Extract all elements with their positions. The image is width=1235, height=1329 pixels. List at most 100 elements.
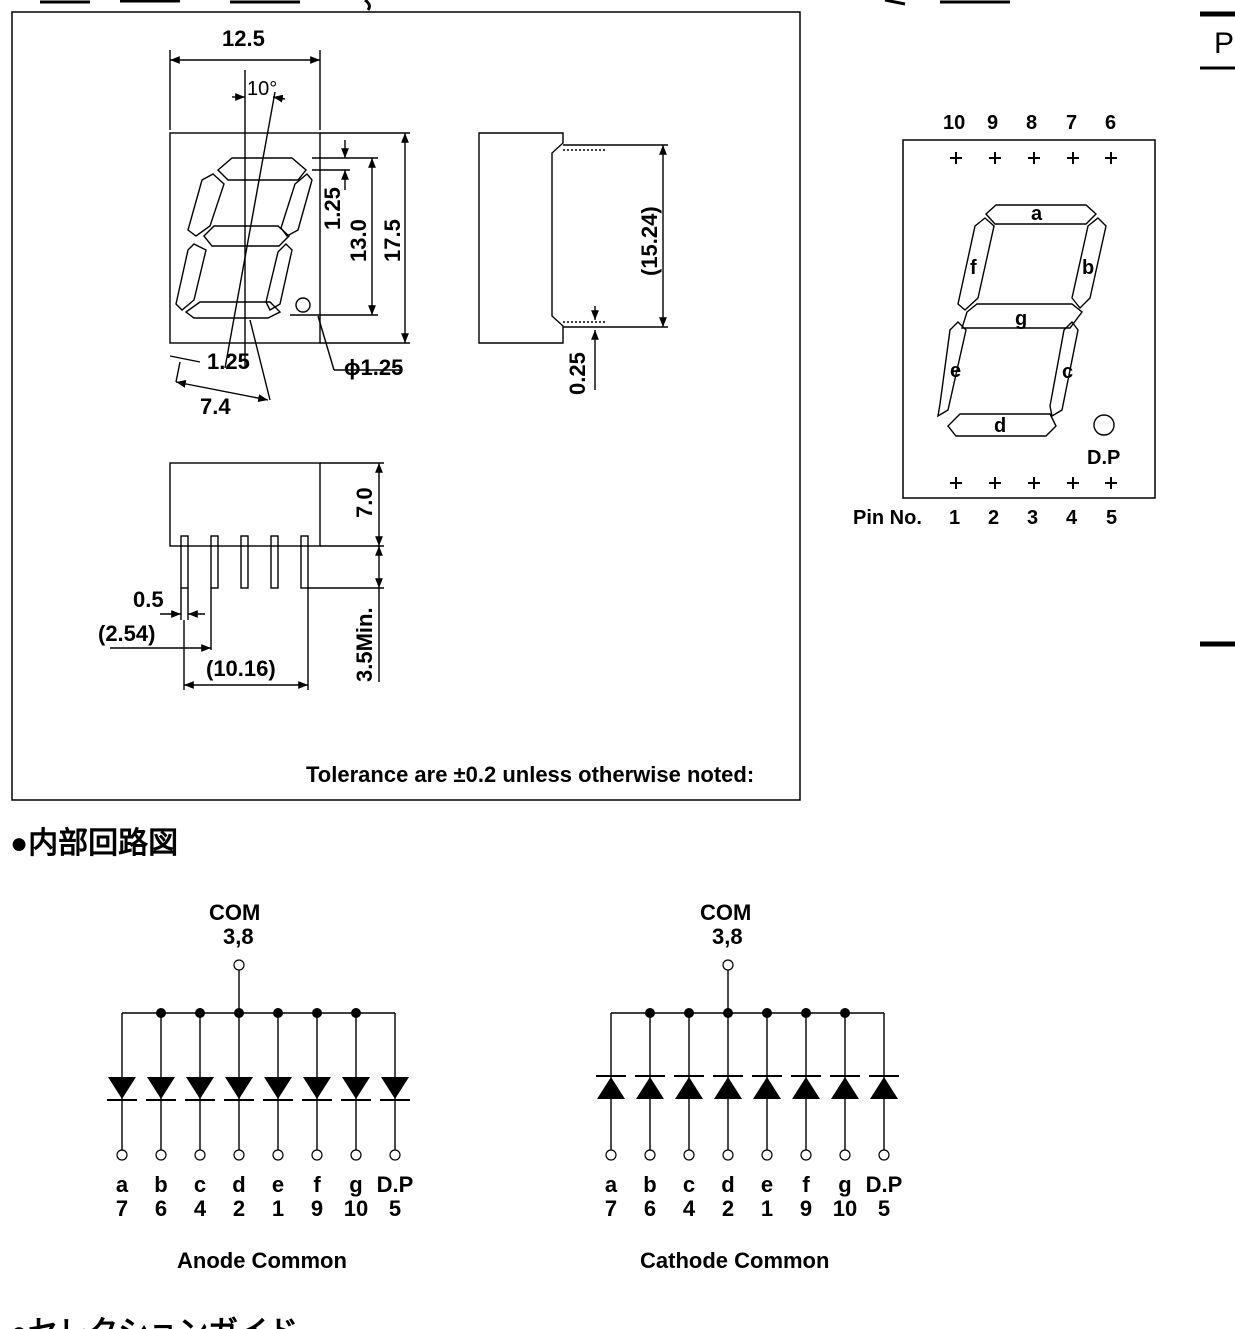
cathode-junction-f [801,1008,811,1018]
cathode-diode-f [792,1077,820,1099]
cathode-terminal-e [761,1149,773,1161]
top-pin-10: 10 [943,112,965,134]
segment-d-label: d [994,415,1006,437]
segment-width-dimension: 1.25 [207,349,250,374]
cathode-segment-label-d: d [721,1172,734,1197]
cathode-pin-label-b: 6 [644,1196,656,1221]
segment-a-label: a [1031,203,1043,225]
offset-dimension: 0.25 [565,352,590,395]
side-view [478,132,668,390]
anode-terminal-d [233,1149,245,1161]
angle-dimension: 10° [247,78,277,100]
cathode-com-terminal [722,959,734,971]
cathode-junction-e [762,1008,772,1018]
cathode-pin-label-a: 7 [605,1196,617,1221]
bottom-pin-5: 5 [1106,507,1117,529]
cathode-segment-label-g: g [838,1172,851,1197]
segment-f-label: f [970,257,977,279]
anode-pin-label-dp: 5 [389,1196,401,1221]
digit-height-dimension: 13.0 [346,219,371,262]
cathode-com-label: COM [700,900,751,925]
cathode-segment-label-f: f [802,1172,810,1197]
anode-pin-label-b: 6 [155,1196,167,1221]
cathode-pin-label-e: 1 [761,1196,773,1221]
cathode-common-caption: Cathode Common [640,1248,829,1273]
anode-pin-label-f: 9 [311,1196,323,1221]
total-height-dimension: 17.5 [380,219,405,262]
pin-pitch-dimension: (2.54) [98,621,155,646]
digit-width-dimension: 7.4 [200,394,231,419]
front-view [169,50,410,402]
dp-diameter-dimension: ϕ1.25 [344,355,403,380]
anode-com-label: COM [209,900,260,925]
cathode-pin-label-f: 9 [800,1196,812,1221]
cathode-common-circuit: COM 3,8 Cathode Common a7b6c4d2e1f9g10D.… [596,900,902,1273]
cathode-diode-g [831,1077,859,1099]
cathode-junction-d [723,1008,733,1018]
cropped-heading-fragments [40,0,1235,647]
cathode-segment-label-e: e [761,1172,773,1197]
anode-segment-label-d: d [232,1172,245,1197]
anode-junction-b [156,1008,166,1018]
bottom-view [110,462,384,690]
cathode-terminal-b [644,1149,656,1161]
pin-span-dimension: (15.24) [637,206,662,276]
cathode-diode-b [636,1077,664,1099]
cathode-diode-dp [870,1077,898,1099]
cathode-diode-c [675,1077,703,1099]
anode-segment-label-c: c [194,1172,206,1197]
segment-b-label: b [1082,257,1094,279]
cathode-diode-a [597,1077,625,1099]
top-pin-7: 7 [1066,112,1077,134]
anode-diode-c [186,1077,214,1099]
anode-diode-dp [381,1077,409,1099]
anode-segment-label-a: a [116,1172,129,1197]
cathode-segment-label-dp: D.P [866,1172,903,1197]
anode-pin-label-a: 7 [116,1196,128,1221]
cathode-terminal-a [605,1149,617,1161]
bottom-pin-3: 3 [1027,507,1038,529]
pin-assignment: 10 9 8 7 6 Pin No. 1 2 3 4 5 a b c d e f… [853,112,1156,529]
segment-e-label: e [950,360,961,382]
anode-terminal-f [311,1149,323,1161]
bottom-pin-2: 2 [988,507,999,529]
anode-segment-label-g: g [349,1172,362,1197]
cathode-segment-label-a: a [605,1172,618,1197]
drawing-frame [11,11,801,801]
cathode-pin-label-c: 4 [683,1196,696,1221]
anode-junction-d [234,1008,244,1018]
depth-dimension: 7.0 [352,487,377,518]
cathode-segment-label-b: b [643,1172,656,1197]
width-dimension: 12.5 [222,26,265,51]
pin-total-dimension: (10.16) [206,656,276,681]
cathode-junction-g [840,1008,850,1018]
anode-pin-label-d: 2 [233,1196,245,1221]
anode-terminal-b [155,1149,167,1161]
anode-segment-label-b: b [154,1172,167,1197]
stroke-dimension: 1.25 [320,187,345,230]
cathode-terminal-f [800,1149,812,1161]
top-pin-6: 6 [1105,112,1116,134]
pin-number-label: Pin No. [853,507,922,529]
anode-junction-f [312,1008,322,1018]
dp-label: D.P [1087,447,1120,469]
cathode-pin-label-dp: 5 [878,1196,890,1221]
side-letter: P [1214,27,1234,60]
circuit-heading: ●内部回路図 [10,826,178,860]
anode-terminal-c [194,1149,206,1161]
anode-diode-a [108,1077,136,1099]
cathode-junction-c [684,1008,694,1018]
anode-segment-label-f: f [313,1172,321,1197]
cathode-terminal-g [839,1149,851,1161]
anode-com-terminal [233,959,245,971]
anode-diode-e [264,1077,292,1099]
anode-terminal-g [350,1149,362,1161]
anode-terminal-a [116,1149,128,1161]
anode-junction-g [351,1008,361,1018]
cathode-diode-d [714,1077,742,1099]
anode-diode-b [147,1077,175,1099]
bottom-pin-1: 1 [949,507,960,529]
tolerance-note: Tolerance are ±0.2 unless otherwise note… [306,762,754,787]
